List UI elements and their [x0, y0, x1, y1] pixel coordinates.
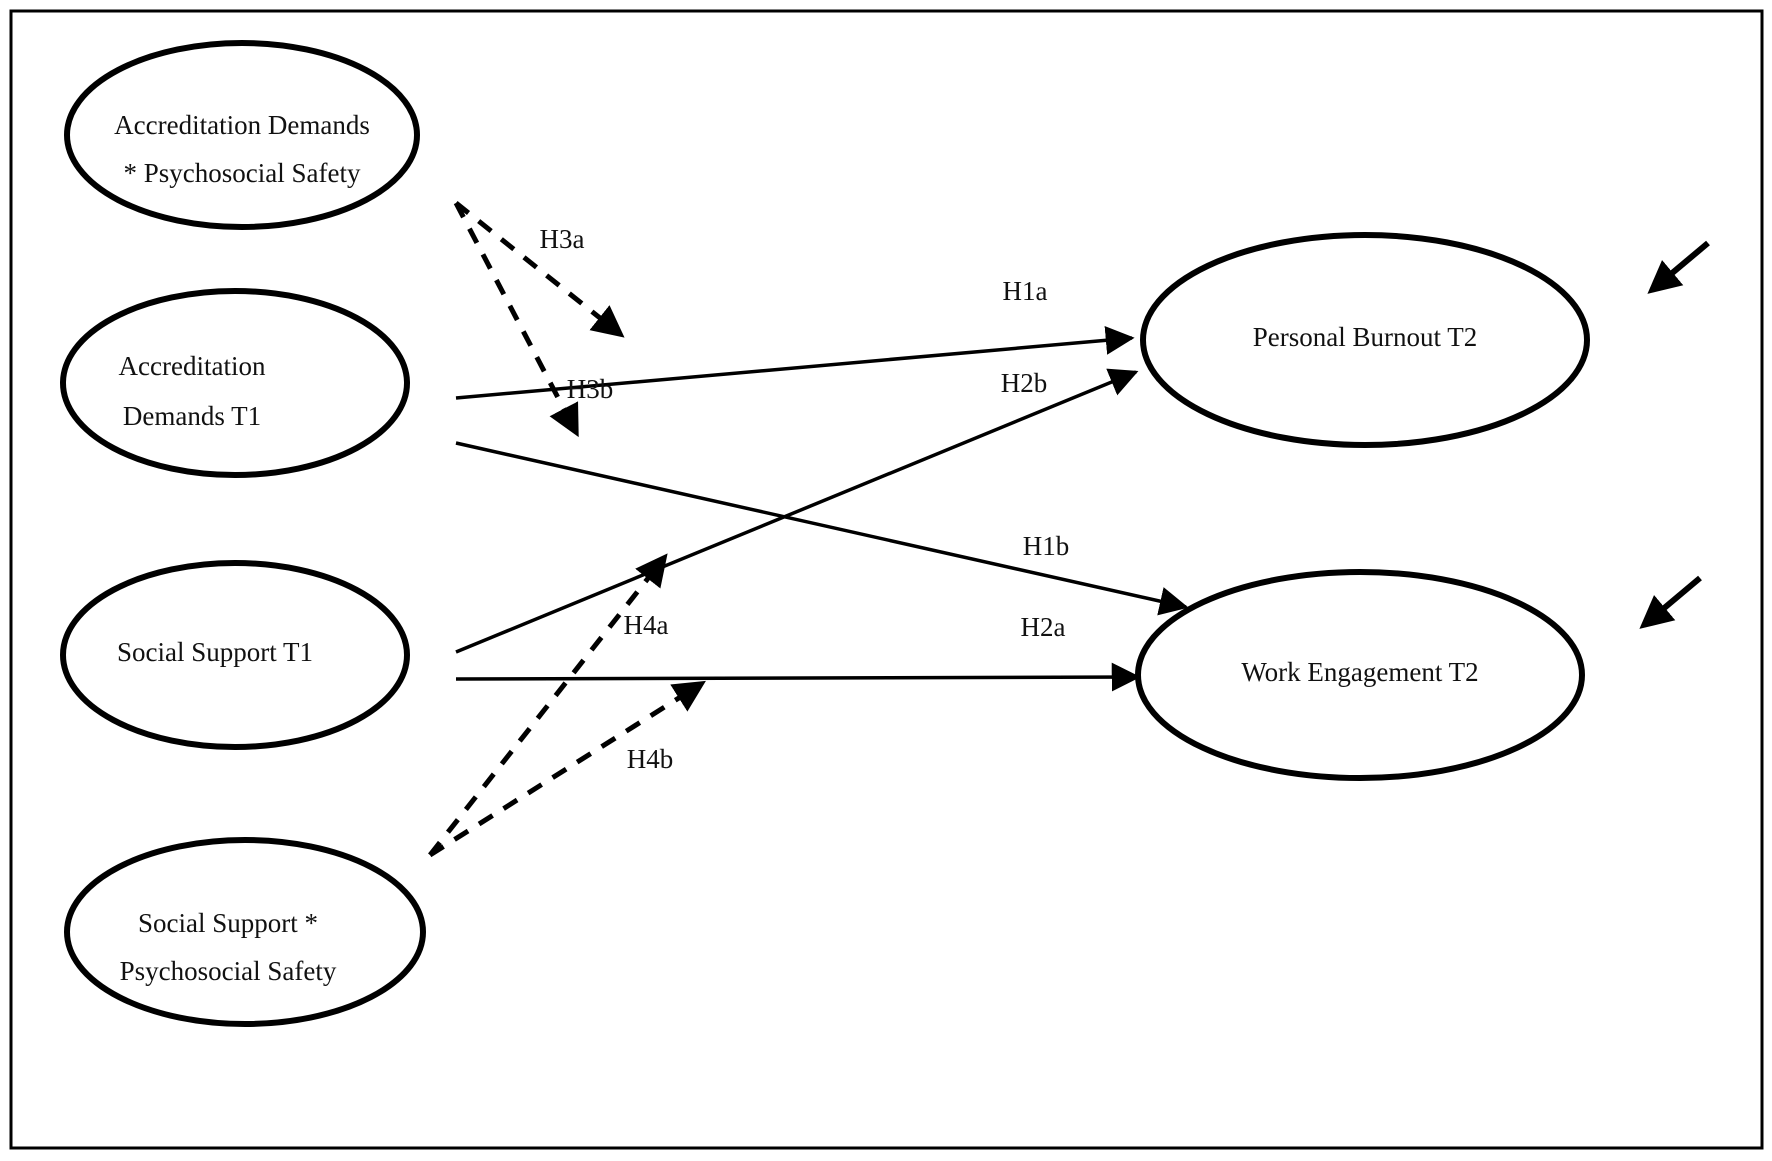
figure-frame	[9, 9, 1764, 1150]
path-label-h4a: H4a	[624, 610, 669, 640]
node-label-accreditation-demands-x-psychosocial-safety-line2: * Psychosocial Safety	[124, 158, 361, 188]
node-accreditation-demands-x-psychosocial-safety[interactable]	[64, 40, 420, 230]
node-accreditation-demands-t1[interactable]	[60, 288, 410, 478]
nodes-layer: Accreditation Demands * Psychosocial Saf…	[60, 40, 1590, 1027]
node-label-accreditation-demands-x-psychosocial-safety-line1: Accreditation Demands	[114, 110, 370, 140]
disturbances-layer	[1639, 240, 1710, 629]
node-social-support-t1[interactable]	[60, 560, 410, 750]
path-label-h2a: H2a	[1021, 612, 1066, 642]
disturbance-arrow-personal-burnout-t2	[1647, 240, 1710, 294]
node-label-social-support-x-psychosocial-safety-line2: Psychosocial Safety	[120, 956, 337, 986]
node-label-accreditation-demands-t1-line1: Accreditation	[119, 351, 266, 381]
node-label-social-support-x-psychosocial-safety-line1: Social Support *	[138, 908, 318, 938]
path-h4b-line	[428, 680, 706, 858]
node-label-work-engagement-t2: Work Engagement T2	[1241, 657, 1478, 687]
path-h4a-line	[428, 553, 668, 857]
path-h1b-line	[455, 441, 1189, 616]
edges-layer	[428, 201, 1189, 858]
path-h3b-line	[453, 201, 579, 438]
path-h2b-line	[455, 368, 1139, 654]
path-label-h4b: H4b	[627, 744, 674, 774]
node-label-social-support-t1: Social Support T1	[117, 637, 313, 667]
node-work-engagement-t2[interactable]	[1135, 569, 1585, 781]
disturbance-arrow-work-engagement-t2	[1639, 575, 1702, 629]
path-labels-layer: H1a H2b H1b H2a H3a H3b H4a H4b	[540, 224, 1070, 774]
path-label-h3b: H3b	[567, 374, 614, 404]
path-h3a-line	[454, 201, 625, 338]
node-social-support-x-psychosocial-safety[interactable]	[64, 837, 426, 1027]
node-label-accreditation-demands-t1-line2: Demands T1	[123, 401, 261, 431]
node-personal-burnout-t2[interactable]	[1140, 232, 1590, 448]
path-h1a-line	[455, 325, 1135, 400]
path-label-h1b: H1b	[1023, 531, 1070, 561]
path-label-h1a: H1a	[1003, 276, 1048, 306]
path-h2a-line	[455, 662, 1141, 692]
path-label-h2b: H2b	[1001, 368, 1048, 398]
node-label-personal-burnout-t2: Personal Burnout T2	[1253, 322, 1478, 352]
path-label-h3a: H3a	[540, 224, 585, 254]
